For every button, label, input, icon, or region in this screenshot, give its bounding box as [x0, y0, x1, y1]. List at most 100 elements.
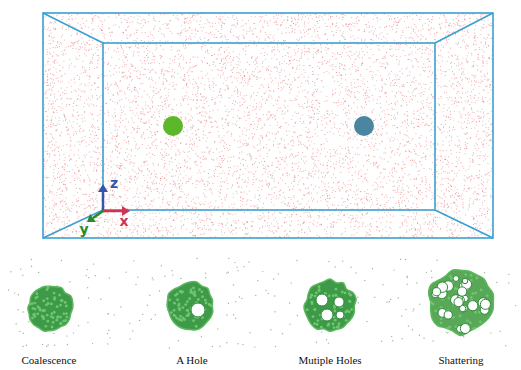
particle: [488, 172, 489, 173]
particle: [193, 19, 194, 20]
particle: [277, 49, 278, 50]
particle: [50, 95, 51, 96]
particle: [313, 54, 314, 55]
particle: [317, 149, 318, 150]
particle: [354, 62, 355, 63]
particle: [387, 41, 388, 42]
particle: [380, 27, 381, 28]
particle: [397, 187, 398, 188]
particle: [150, 31, 151, 32]
particle: [402, 168, 403, 169]
particle: [105, 103, 106, 104]
particle: [81, 204, 82, 205]
particle: [282, 159, 283, 160]
particle: [181, 185, 182, 186]
particle: [356, 114, 357, 115]
particle: [107, 84, 108, 85]
particle: [326, 193, 327, 194]
particle: [450, 150, 451, 151]
particle: [238, 39, 239, 40]
particle: [75, 48, 76, 49]
particle: [287, 205, 288, 206]
particle: [420, 96, 421, 97]
particle: [462, 206, 463, 207]
particle: [98, 87, 99, 88]
particle: [281, 139, 282, 140]
particle: [361, 198, 362, 199]
particle: [112, 32, 113, 33]
particle: [374, 164, 375, 165]
particle: [57, 164, 58, 165]
particle: [437, 176, 438, 177]
particle: [81, 83, 82, 84]
particle: [77, 23, 78, 24]
particle: [354, 203, 355, 204]
particle: [251, 95, 252, 96]
particle: [143, 217, 144, 218]
particle: [324, 72, 325, 73]
particle: [137, 231, 138, 232]
particle: [79, 129, 80, 130]
particle: [477, 221, 478, 222]
particle: [322, 19, 323, 20]
particle: [146, 161, 147, 162]
particle: [283, 86, 284, 87]
particle: [356, 232, 357, 233]
particle: [242, 179, 243, 180]
particle: [480, 118, 481, 119]
particle: [467, 177, 468, 178]
particle: [209, 118, 210, 119]
particle: [351, 24, 352, 25]
particle: [248, 20, 249, 21]
particle: [392, 167, 393, 168]
particle: [450, 179, 451, 180]
particle: [257, 167, 258, 168]
particle: [173, 180, 174, 181]
particle: [90, 134, 91, 135]
particle: [336, 25, 337, 26]
particle: [84, 53, 85, 54]
particle: [80, 96, 81, 97]
particle: [476, 143, 477, 144]
particle: [107, 141, 108, 142]
particle: [246, 193, 247, 194]
particle: [413, 78, 414, 79]
particle: [152, 69, 153, 70]
particle: [254, 163, 255, 164]
particle: [82, 67, 83, 68]
particle: [44, 164, 45, 165]
particle: [406, 158, 407, 159]
particle: [294, 77, 295, 78]
particle: [165, 148, 166, 149]
particle: [108, 62, 109, 63]
particle: [470, 198, 471, 199]
particle: [389, 78, 390, 79]
particle: [345, 121, 346, 122]
particle: [217, 166, 218, 167]
particle: [186, 168, 187, 169]
particle: [277, 24, 278, 25]
particle: [339, 135, 340, 136]
particle: [478, 178, 479, 179]
particle: [186, 39, 187, 40]
particle: [158, 230, 159, 231]
particle: [417, 49, 418, 50]
particle: [169, 164, 170, 165]
particle: [421, 17, 422, 18]
particle: [206, 181, 207, 182]
particle: [198, 77, 199, 78]
particle: [287, 16, 288, 17]
particle: [172, 197, 173, 198]
particle: [318, 74, 319, 75]
particle: [365, 235, 366, 236]
particle: [350, 96, 351, 97]
particle: [399, 79, 400, 80]
particle: [443, 206, 444, 207]
particle: [441, 73, 442, 74]
particle: [239, 59, 240, 60]
particle: [211, 189, 212, 190]
particle: [286, 204, 287, 205]
particle: [297, 19, 298, 20]
particle: [285, 111, 286, 112]
